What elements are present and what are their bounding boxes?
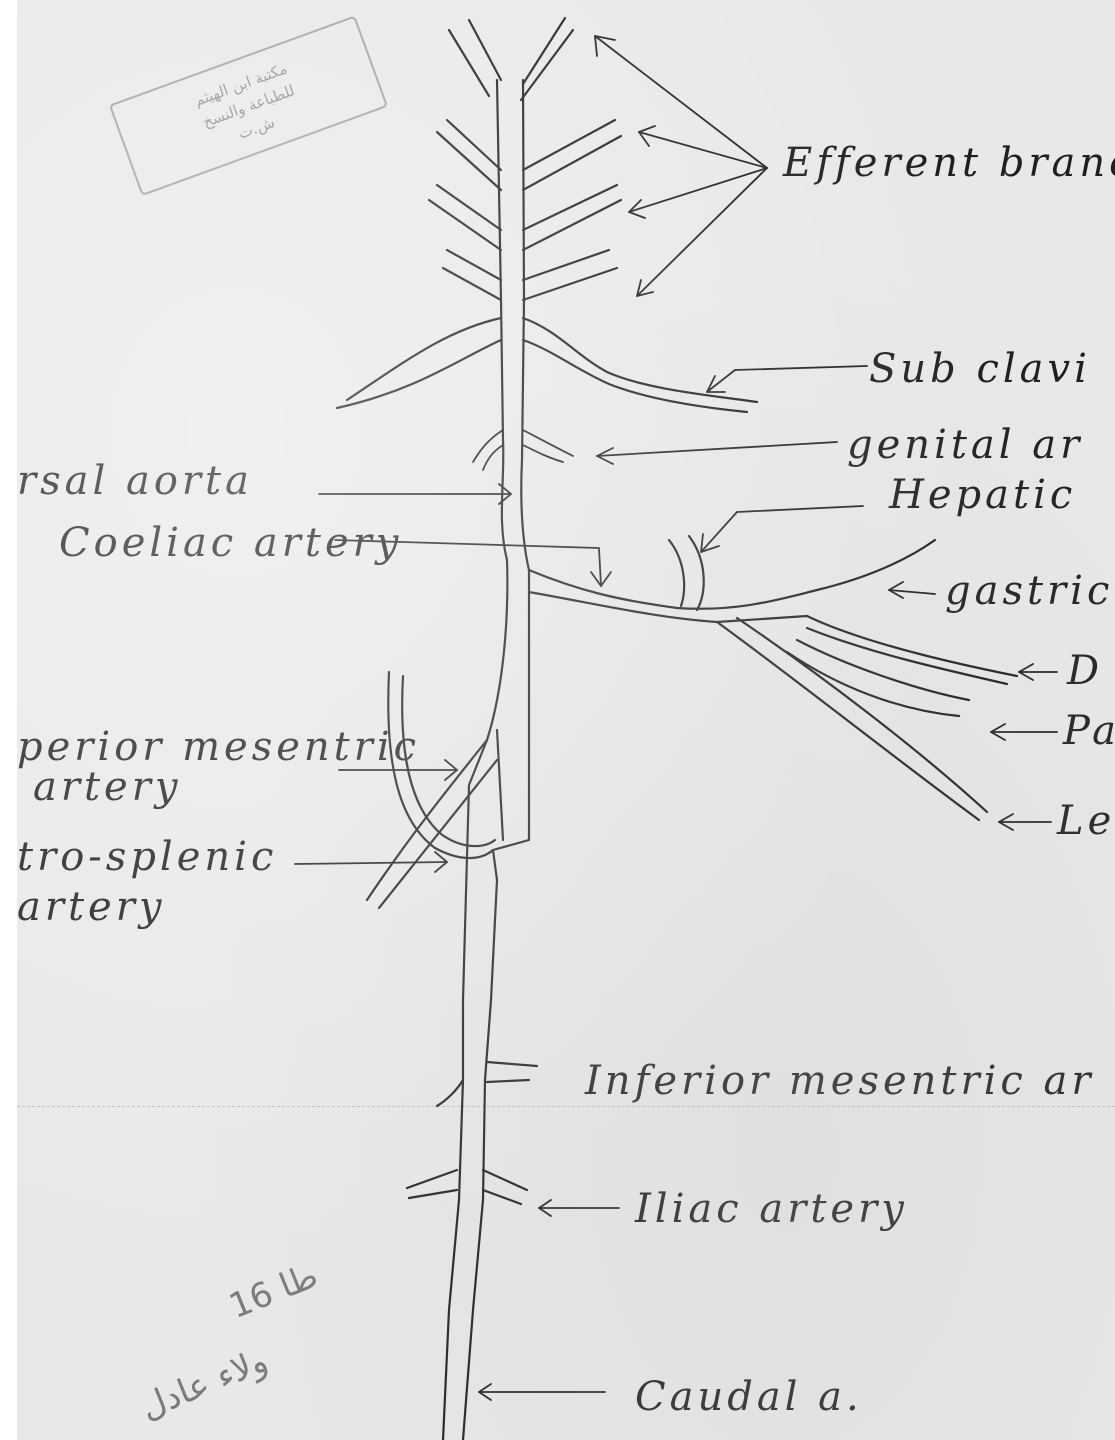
label-gastrosplenic-2: artery <box>17 884 165 930</box>
label-gastric: gastric <box>945 568 1113 614</box>
label-pa-branch: Pa <box>1062 708 1115 754</box>
label-iliac: Iliac artery <box>634 1186 908 1232</box>
efferent-branchial-vessels <box>429 18 621 300</box>
label-superior-mesenteric-2: artery <box>33 764 181 810</box>
coeliac-artery-branches <box>529 536 1017 820</box>
pencil-note-line-1: طا 16 <box>224 1256 324 1327</box>
label-efferent-branchial: Efferent branc <box>782 140 1115 186</box>
arterial-system-drawing: مكتبة ابن الهيثم للطباعة والنسخ ش.ت <box>17 0 1115 1440</box>
label-dorsal-aorta: rsal aorta <box>17 458 253 504</box>
label-genital: genital ar <box>847 422 1083 468</box>
label-gastrosplenic-1: tro-splenic <box>17 834 277 880</box>
pencil-note: طا 16 ولاء عادل <box>112 1256 346 1428</box>
label-coeliac: Coeliac artery <box>59 520 402 566</box>
iliac-arteries <box>407 1170 527 1204</box>
subclavian-arteries <box>337 318 757 412</box>
paper-sheet: مكتبة ابن الهيثم للطباعة والنسخ ش.ت <box>17 0 1115 1440</box>
inferior-mesenteric-arteries <box>437 1062 537 1106</box>
label-inferior-mesenteric: Inferior mesentric ar <box>584 1058 1095 1104</box>
label-subclavian: Sub clavi <box>869 346 1091 392</box>
library-stamp: مكتبة ابن الهيثم للطباعة والنسخ ش.ت <box>110 17 387 195</box>
label-d-branch: D <box>1066 648 1103 694</box>
label-caudal: Caudal a. <box>635 1374 863 1420</box>
label-le-branch: Le <box>1056 798 1115 844</box>
dorsal-aorta-vessel <box>443 80 529 1440</box>
label-hepatic: Hepatic <box>888 472 1076 518</box>
pencil-note-line-2: ولاء عادل <box>135 1341 273 1428</box>
